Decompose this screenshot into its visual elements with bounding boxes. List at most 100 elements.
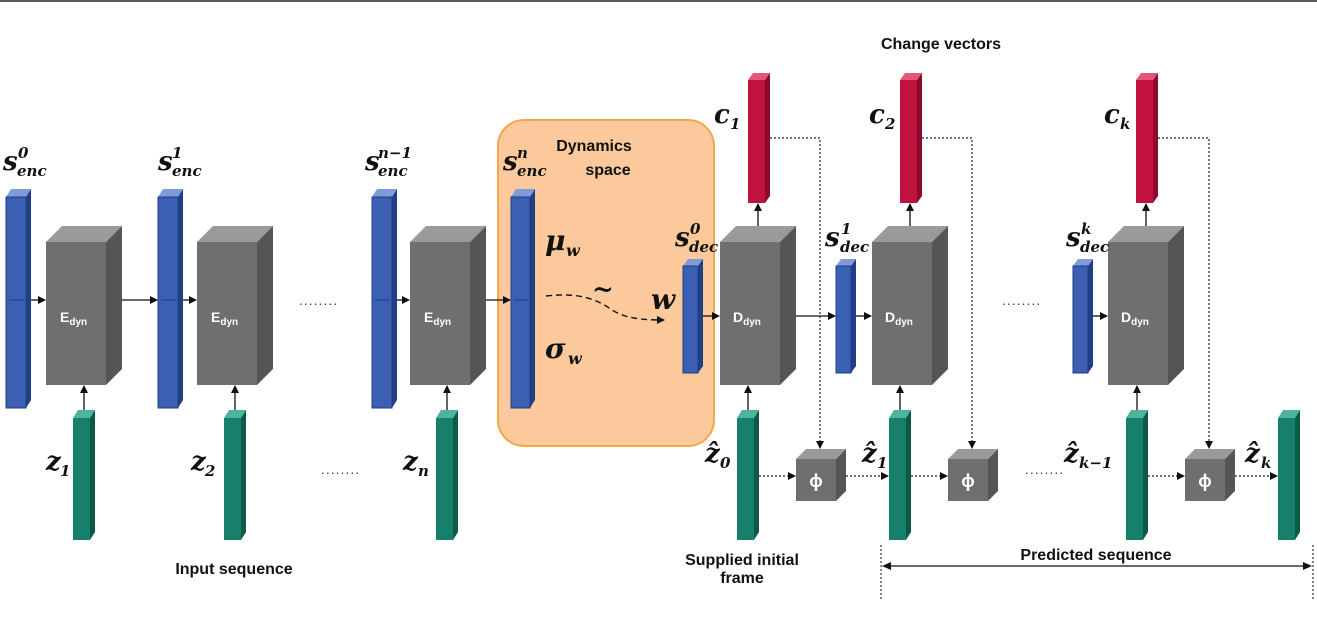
svg-text:σ: σ (545, 332, 566, 365)
input-sequence-label: Input sequence (175, 561, 292, 578)
encoder-block-n (410, 226, 486, 385)
label-z-n: z n (402, 447, 429, 480)
svg-text:s: s (1065, 223, 1081, 253)
svg-text:n: n (418, 462, 429, 480)
svg-text:c: c (714, 100, 730, 130)
decoder-block-k (1108, 226, 1184, 385)
decoder-block-2 (872, 226, 948, 385)
svg-text:dec: dec (689, 238, 718, 256)
svg-text:c: c (869, 100, 885, 130)
svg-text:μ: μ (545, 224, 566, 257)
label-z-1: z 1 (45, 447, 70, 480)
label-zhat-1: ẑ 1 (861, 439, 887, 472)
ellipsis-dec-top: ........ (1002, 292, 1041, 308)
label-s-enc-1: s 1 enc (157, 144, 202, 180)
sampling-curve (545, 294, 665, 324)
input-frame-bar-n (436, 410, 458, 540)
label-sigma-w: σ w (545, 332, 583, 368)
svg-text:dec: dec (840, 238, 869, 256)
change-vector-bar-1 (748, 73, 770, 203)
frame-bar-zk-hat (1278, 410, 1300, 540)
label-s-dec-1: s 1 dec (824, 220, 869, 256)
svg-text:z: z (45, 447, 62, 477)
state-bar-enc-1 (157, 189, 183, 409)
label-s-dec-k: s k dec (1065, 220, 1109, 256)
svg-text:1: 1 (172, 144, 182, 162)
label-zhat-0: ẑ 0 (704, 439, 731, 472)
state-bar-enc-n-1 (371, 189, 397, 409)
phi-cube-k: ϕ (1185, 449, 1235, 501)
phi-label-1: ϕ (809, 471, 823, 491)
svg-text:0: 0 (18, 144, 29, 162)
dynamics-space-label-line2: space (585, 162, 630, 179)
label-mu-w: μ w (545, 224, 581, 260)
state-bar-dec-0 (682, 259, 703, 374)
ellipsis-enc-top: ........ (299, 292, 338, 308)
svg-text:0: 0 (720, 454, 731, 472)
svg-text:c: c (1104, 100, 1120, 130)
svg-text:1: 1 (60, 462, 70, 480)
svg-text:z: z (402, 447, 419, 477)
frame-bar-z0-hat (737, 410, 759, 540)
state-bar-enc-0 (5, 189, 31, 409)
svg-text:s: s (502, 147, 518, 177)
svg-text:1: 1 (841, 220, 851, 238)
phi-label-2: ϕ (961, 471, 975, 491)
svg-text:k: k (1261, 454, 1271, 472)
encoder-block-1-label: Edyn (60, 309, 87, 328)
svg-text:ẑ: ẑ (861, 439, 878, 469)
change-vector-bar-2 (900, 73, 922, 203)
svg-text:n: n (517, 144, 528, 162)
svg-text:ẑ: ẑ (1063, 439, 1080, 469)
input-frame-bar-2 (224, 410, 246, 540)
svg-text:dec: dec (1080, 238, 1109, 256)
encoder-block-n-label: Edyn (424, 309, 451, 328)
label-c-1: c 1 (714, 100, 740, 133)
decoder-block-1 (720, 226, 796, 385)
svg-text:z: z (190, 447, 207, 477)
svg-text:s: s (674, 223, 690, 253)
svg-text:0: 0 (690, 220, 701, 238)
label-c-2: c 2 (869, 100, 895, 133)
svg-text:1: 1 (877, 454, 887, 472)
predicted-sequence-label: Predicted sequence (1020, 547, 1171, 564)
label-zhat-k-1: ẑ k−1 (1063, 439, 1112, 472)
supplied-frame-label-line2: frame (720, 570, 764, 587)
label-w: w (651, 283, 676, 316)
label-s-enc-n: s n enc (502, 144, 547, 180)
label-zhat-k: ẑ k (1244, 439, 1271, 472)
label-s-dec-0: s 0 dec (674, 220, 718, 256)
label-c-k: c k (1104, 100, 1130, 133)
svg-text:enc: enc (172, 162, 202, 180)
phi-cube-1: ϕ (796, 449, 846, 501)
svg-text:s: s (824, 223, 840, 253)
ellipsis-enc-bottom: ........ (321, 461, 360, 477)
dynamics-space-box (497, 119, 715, 447)
svg-text:enc: enc (17, 162, 47, 180)
svg-text:s: s (2, 147, 18, 177)
svg-text:2: 2 (884, 115, 895, 133)
encoder-block-1 (46, 226, 122, 385)
supplied-frame-label-line1: Supplied initial (685, 552, 799, 569)
ellipsis-dec-bottom: ........ (1025, 461, 1064, 477)
tilde-symbol: ~ (592, 275, 614, 305)
change-vectors-title: Change vectors (881, 36, 1001, 53)
svg-text:w: w (568, 349, 583, 368)
svg-text:s: s (364, 147, 380, 177)
svg-text:n−1: n−1 (378, 144, 412, 162)
decoder-block-1-label: Ddyn (733, 309, 761, 328)
dynamics-space-label-line1: Dynamics (556, 138, 632, 155)
svg-text:w: w (566, 241, 581, 260)
frame-bar-zk-1-hat (1126, 410, 1148, 540)
svg-text:enc: enc (378, 162, 408, 180)
svg-text:ẑ: ẑ (704, 439, 721, 469)
svg-text:2: 2 (204, 462, 215, 480)
decoder-block-k-label: Ddyn (1121, 309, 1149, 328)
svg-text:k−1: k−1 (1079, 454, 1112, 472)
svg-text:s: s (157, 147, 173, 177)
svg-text:k: k (1081, 220, 1091, 238)
svg-text:ẑ: ẑ (1244, 439, 1261, 469)
solid-arrows (31, 203, 1150, 410)
label-z-2: z 2 (190, 447, 215, 480)
